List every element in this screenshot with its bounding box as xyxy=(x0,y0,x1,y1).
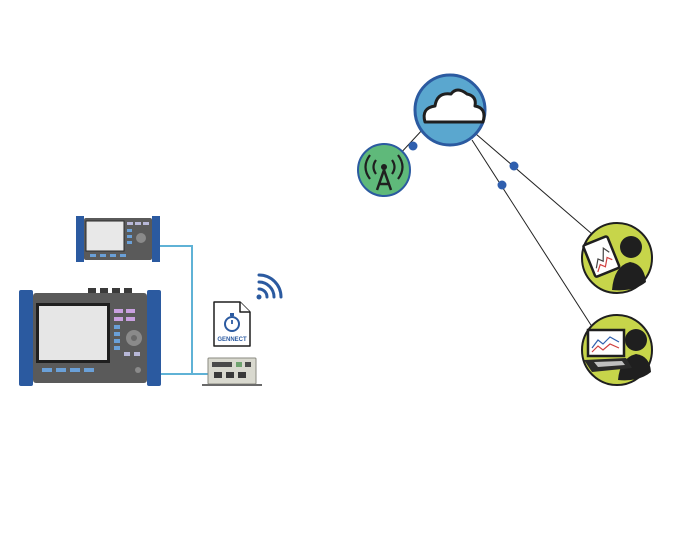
link-cloud-laptop-user xyxy=(471,139,599,337)
connection-lines xyxy=(397,127,599,337)
gennect-file-icon: GENNECT xyxy=(213,301,251,347)
link-dot xyxy=(509,161,519,171)
link-cloud-tablet-user xyxy=(475,133,593,235)
small-analyzer-device xyxy=(76,216,160,262)
tablet-user-icon xyxy=(581,222,653,294)
link-dot xyxy=(408,141,418,151)
cables xyxy=(160,245,208,375)
link-dot xyxy=(497,180,507,190)
wifi-signal-icon xyxy=(256,273,283,300)
laptop-user-icon xyxy=(581,314,653,386)
stopwatch-icon xyxy=(224,316,240,332)
main-analyzer-device xyxy=(19,288,161,386)
file-label: GENNECT xyxy=(217,337,247,343)
cell-tower-icon xyxy=(357,143,411,197)
cable-small-analyzer xyxy=(160,245,193,374)
cloud-icon xyxy=(413,73,487,147)
communication-module-device xyxy=(202,357,262,386)
